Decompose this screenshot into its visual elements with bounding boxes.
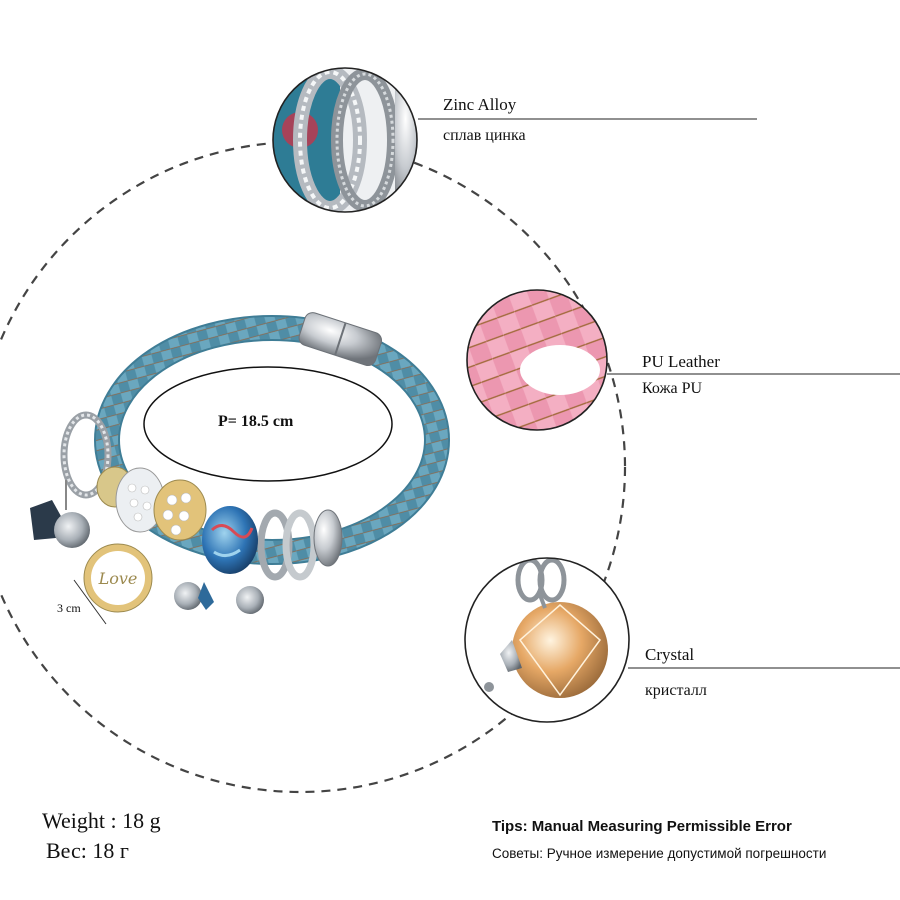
weight-ru: Вес: 18 г bbox=[46, 838, 129, 863]
tips-ru: Советы: Ручное измерение допустимой погр… bbox=[492, 846, 827, 861]
charm-size-label: 3 cm bbox=[57, 601, 81, 615]
svg-text:Love: Love bbox=[98, 569, 138, 588]
label-pu-leather-en: PU Leather bbox=[642, 352, 720, 371]
tips-en: Tips: Manual Measuring Permissible Error bbox=[492, 818, 792, 835]
bracelet-image: Love bbox=[30, 312, 450, 625]
perimeter-ellipse bbox=[143, 366, 393, 482]
detail-circle-crystal bbox=[464, 557, 630, 723]
dashed-ring bbox=[0, 140, 627, 794]
detail-circle-zinc-alloy bbox=[272, 67, 418, 213]
label-zinc-alloy-en: Zinc Alloy bbox=[443, 95, 517, 114]
label-zinc-alloy-ru: сплав цинка bbox=[443, 127, 526, 144]
weight-en: Weight : 18 g bbox=[42, 808, 161, 833]
label-pu-leather-ru: Кожа PU bbox=[642, 380, 703, 397]
detail-circle-pu-leather bbox=[466, 289, 608, 431]
label-crystal-ru: кристалл bbox=[645, 682, 707, 699]
label-crystal-en: Crystal bbox=[645, 645, 695, 664]
perimeter-label: P= 18.5 cm bbox=[218, 413, 294, 430]
